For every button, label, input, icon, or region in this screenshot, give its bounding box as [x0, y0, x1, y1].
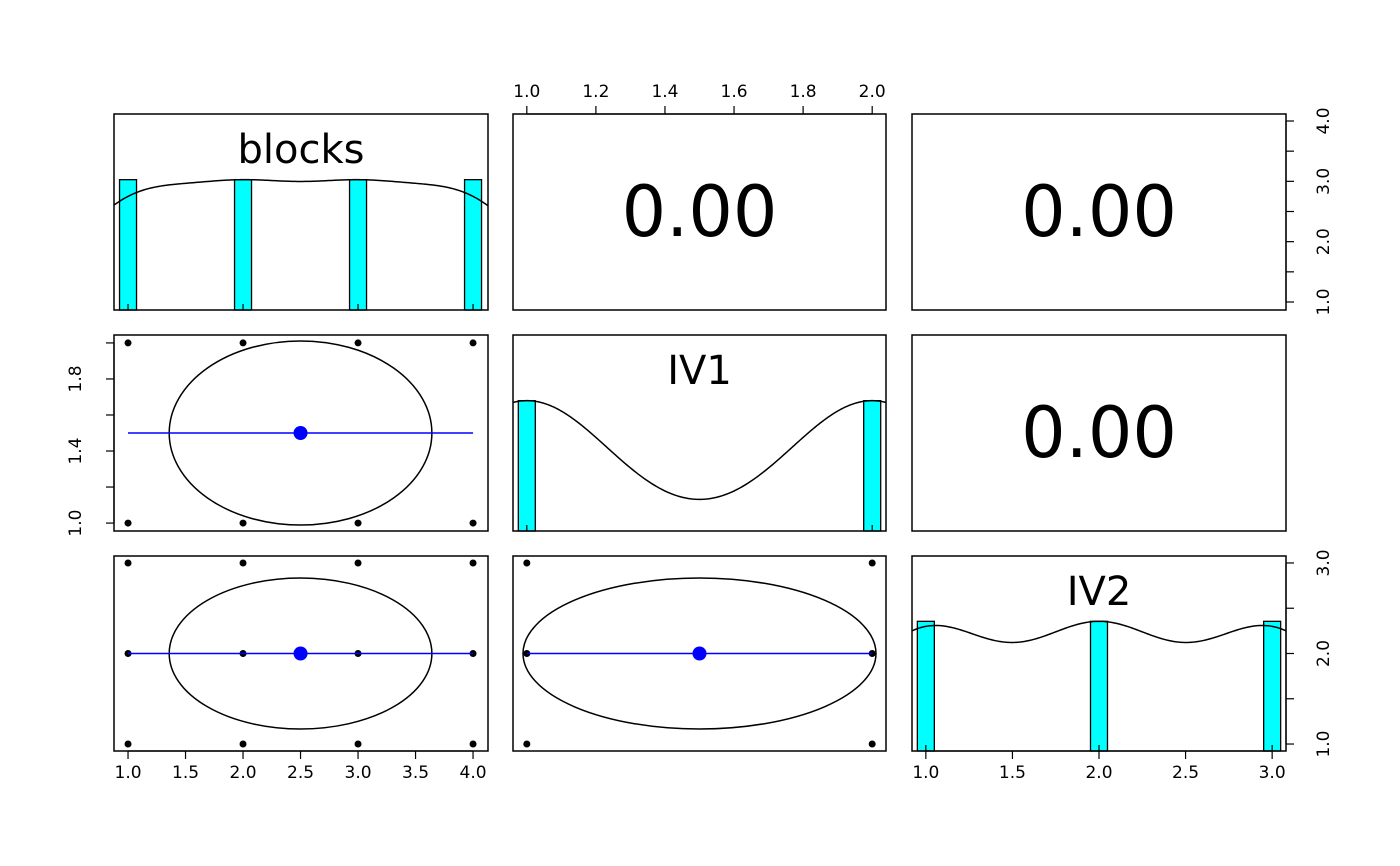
data-point: [469, 339, 477, 347]
variable-label-IV1: IV1: [667, 348, 732, 394]
data-point: [354, 559, 362, 567]
density-curve-IV2: [911, 620, 1287, 644]
data-point: [523, 740, 531, 748]
y-axis-IV2-tick-label: 3.0: [1314, 549, 1334, 576]
y-axis-IV1-tick-label: 1.4: [66, 437, 86, 464]
x-axis-IV2-tick-label: 2.0: [1085, 763, 1112, 783]
right-axis-row1-tick-label: 4.0: [1314, 107, 1334, 134]
data-point: [523, 559, 531, 567]
panel-IV1-blocks: [113, 334, 489, 532]
x-axis-blocks-tick-label: 3.5: [402, 763, 429, 783]
correlation-blocks-IV1: 0.00: [622, 171, 778, 253]
data-point: [354, 339, 362, 347]
data-point: [239, 339, 247, 347]
correlation-blocks-IV2: 0.00: [1021, 171, 1177, 253]
hist-bar-IV2-3: [1262, 620, 1282, 752]
y-axis-IV1-tick-label: 1.0: [66, 510, 86, 537]
density-curve-blocks: [113, 178, 489, 207]
x-axis-IV2-tick-label: 1.5: [999, 763, 1026, 783]
panel-IV2-blocks: [113, 555, 489, 752]
x-axis-blocks-tick-label: 2.0: [230, 763, 257, 783]
mean-point: [692, 646, 707, 661]
x-axis-blocks-tick-label: 1.5: [172, 763, 199, 783]
top-axis-IV1-tick-label: 1.8: [790, 82, 817, 102]
panel-frame: [512, 334, 887, 532]
variable-label-IV2: IV2: [1067, 569, 1132, 615]
x-axis-blocks-tick-label: 1.0: [115, 763, 142, 783]
data-point: [469, 740, 477, 748]
data-point: [124, 740, 132, 748]
top-axis-IV1-tick-label: 1.6: [721, 82, 748, 102]
hist-bar-IV1-1: [517, 400, 536, 532]
x-axis-blocks-tick-label: 3.0: [345, 763, 372, 783]
mean-point: [293, 426, 308, 440]
data-point: [354, 740, 362, 748]
x-axis-blocks-tick-label: 4.0: [460, 763, 487, 783]
top-axis-IV1-tick-label: 1.0: [513, 82, 540, 102]
panel-IV1-IV2: [911, 334, 1287, 532]
panel-blocks-blocks: [113, 113, 489, 311]
top-axis-IV1-tick-label: 1.4: [651, 82, 678, 102]
x-axis-IV2-tick-label: 1.0: [912, 763, 939, 783]
data-point: [239, 740, 247, 748]
panel-frame: [911, 334, 1287, 532]
hist-bar-IV1-2: [863, 400, 882, 532]
panel-IV1-IV1: [512, 334, 887, 532]
panel-frame: [113, 113, 489, 311]
right-axis-row1-tick-label: 1.0: [1314, 288, 1334, 315]
hist-bar-blocks-2: [233, 179, 253, 311]
panel-frame: [512, 555, 887, 752]
hist-bar-IV2-1: [916, 620, 936, 752]
data-point: [124, 559, 132, 567]
top-axis-IV1-tick-label: 2.0: [859, 82, 886, 102]
data-point: [124, 339, 132, 347]
panel-IV2-IV2: [911, 555, 1287, 752]
right-axis-row1-tick-label: 2.0: [1314, 228, 1334, 255]
hist-bar-IV2-2: [1089, 620, 1109, 752]
y-axis-IV2-tick-label: 2.0: [1314, 640, 1334, 667]
top-axis-IV1-tick-label: 1.2: [582, 82, 609, 102]
data-point: [124, 519, 132, 527]
hist-bar-blocks-3: [348, 179, 368, 311]
data-point: [868, 740, 876, 748]
data-point: [354, 519, 362, 527]
correlation-IV1-IV2: 0.00: [1021, 392, 1177, 474]
x-axis-IV2-tick-label: 2.5: [1172, 763, 1199, 783]
density-curve-IV1: [512, 399, 887, 501]
right-axis-row1-tick-label: 3.0: [1314, 168, 1334, 195]
x-axis-IV2-tick-label: 3.0: [1259, 763, 1286, 783]
x-axis-blocks-tick-label: 2.5: [287, 763, 314, 783]
variable-label-blocks: blocks: [238, 127, 365, 173]
data-point: [469, 559, 477, 567]
y-axis-IV1-tick-label: 1.8: [66, 365, 86, 392]
data-point: [239, 559, 247, 567]
correlation-ellipse: [522, 577, 877, 730]
data-point: [239, 519, 247, 527]
y-axis-IV2-tick-label: 1.0: [1314, 731, 1334, 758]
data-point: [868, 559, 876, 567]
mean-point: [293, 646, 308, 661]
panel-IV2-IV1: [512, 555, 887, 752]
data-point: [469, 519, 477, 527]
